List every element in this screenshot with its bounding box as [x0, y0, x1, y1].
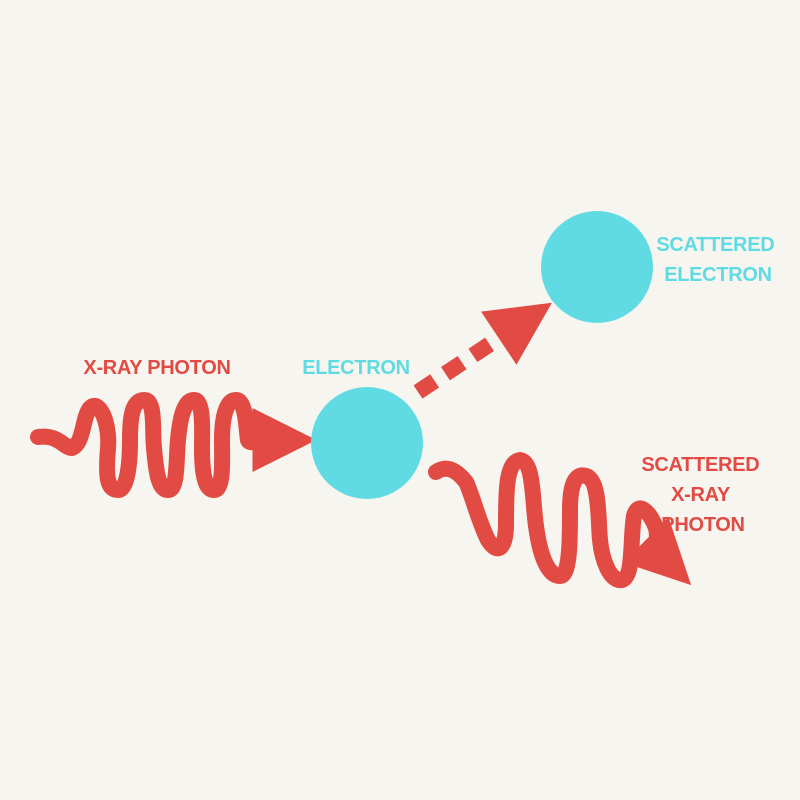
scattered-photon-wave	[428, 452, 692, 588]
label-scattered-electron-line2: ELECTRON	[664, 264, 772, 286]
label-scattered-xray-photon-line3: PHOTON	[661, 514, 744, 536]
electron-circle	[311, 387, 423, 499]
label-xray-photon: X-RAY PHOTON	[83, 357, 230, 379]
scattered-electron-circle	[541, 211, 653, 323]
label-scattered-electron: SCATTERED ELECTRON	[656, 234, 779, 286]
electron-recoil-path	[413, 302, 552, 399]
label-scattered-xray-photon-line2: X-RAY	[671, 484, 731, 506]
label-scattered-xray-photon-line1: SCATTERED	[641, 454, 759, 476]
label-electron: ELECTRON	[302, 357, 410, 379]
label-scattered-electron-line1: SCATTERED	[656, 234, 774, 256]
label-scattered-xray-photon: SCATTERED X-RAY PHOTON	[641, 454, 764, 536]
incident-photon-wave	[30, 392, 317, 498]
